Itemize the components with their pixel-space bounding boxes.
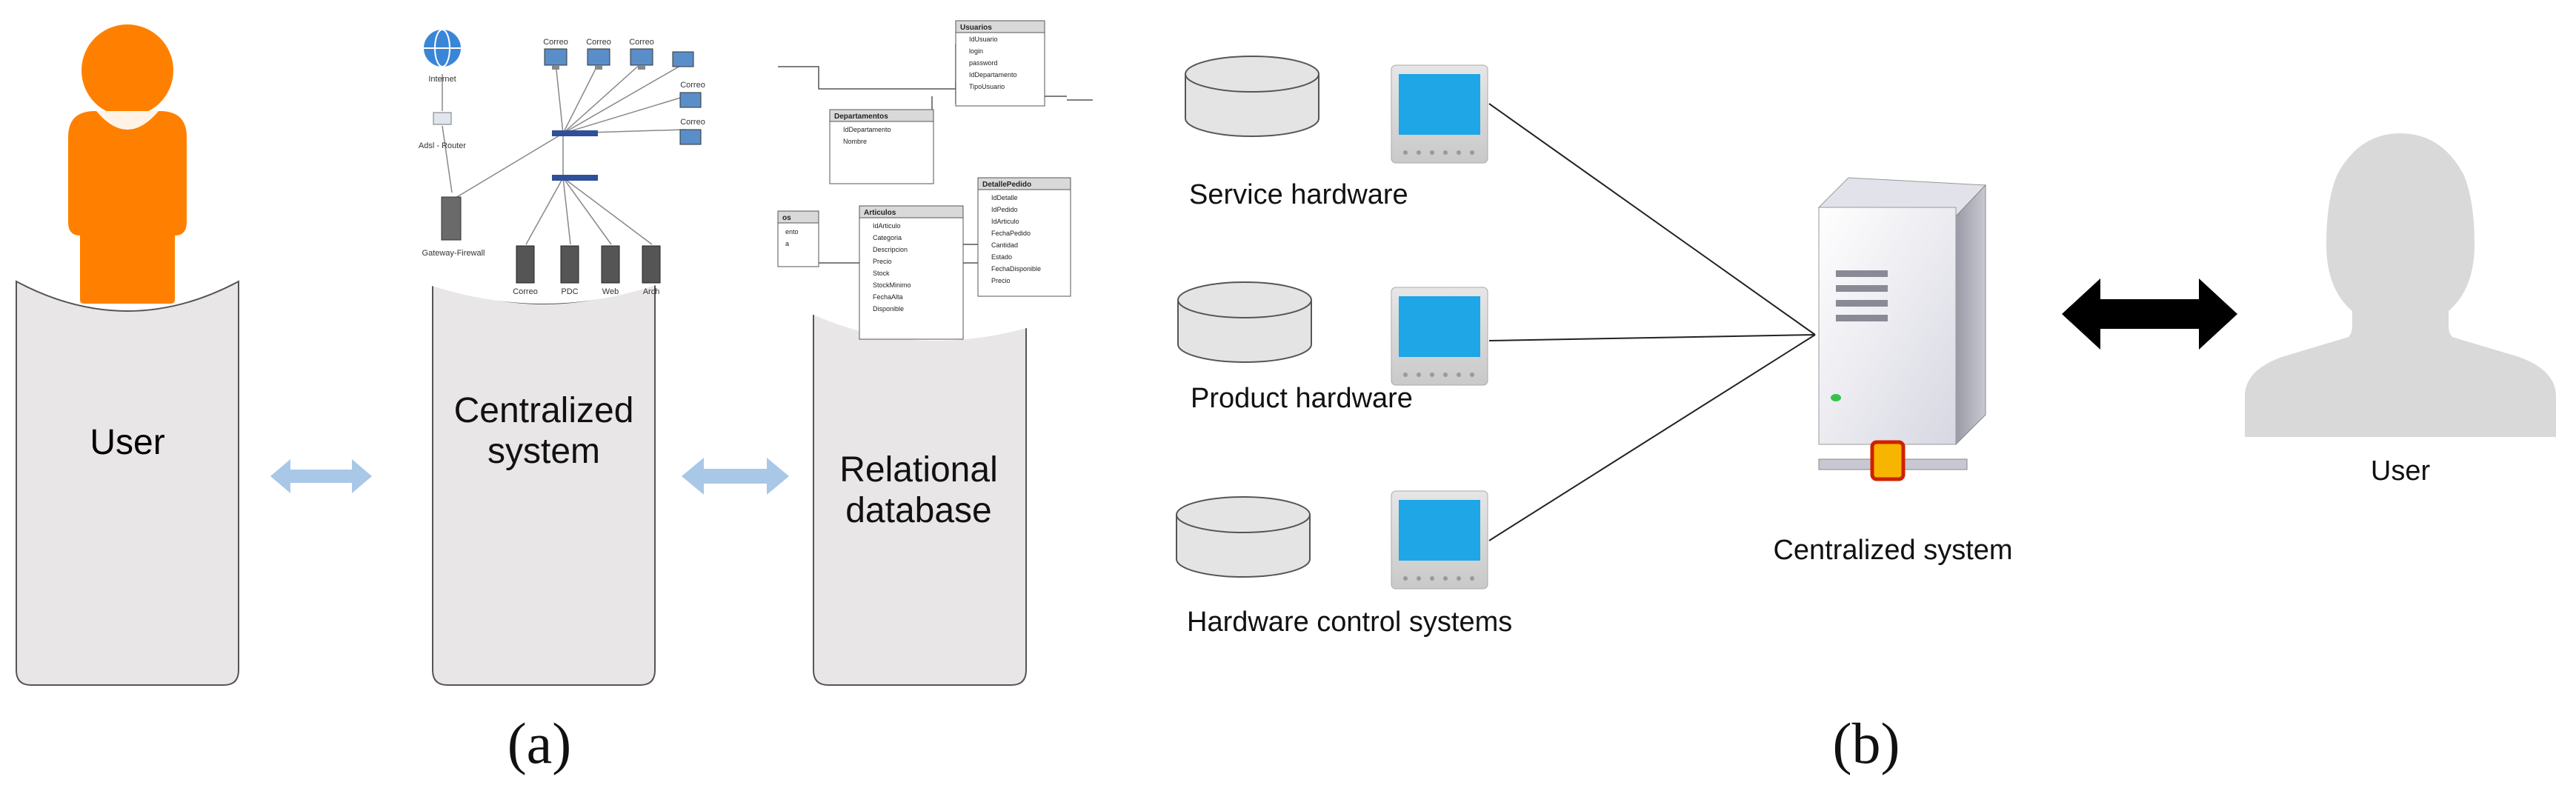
db-table-title: os [782,214,791,222]
db-field: IdArticulo [873,222,901,230]
server-tower-icon [642,245,661,284]
user-label-a: User [90,423,164,462]
db-field: Precio [873,258,892,265]
bidirectional-arrow-b [2062,278,2237,350]
database-schema-diagram: Usuarios IdUsuario login password IdDepa… [777,0,1111,341]
pc-icon [679,92,702,108]
db-field: IdUsuario [969,36,998,43]
server-tower-icon [1817,177,1987,481]
monitor-icon-service [1391,64,1488,164]
db-field: ento [785,228,799,236]
db-field: Categoria [873,234,902,241]
db-field: login [969,47,983,55]
db-field: IdDepartamento [969,71,1017,79]
cylinder-icon-control [1176,496,1311,578]
db-field: StockMinimo [873,281,911,289]
db-table-title: Departamentos [834,113,888,121]
server-label: Arch [643,287,660,296]
db-table-title: Usuarios [960,24,992,32]
db-field: Estado [991,253,1012,261]
db-table-detallepedido: DetallePedido IdDetalle IdPedido IdArtic… [977,177,1071,297]
panel-label-b: (b) [1833,711,1900,775]
db-field: IdDetalle [991,194,1018,201]
pc-icon [679,129,702,145]
db-field: IdDepartamento [843,126,891,133]
db-field: Disponible [873,305,904,313]
db-table-title: DetallePedido [982,181,1031,189]
database-label-line2: database [845,491,992,530]
db-table-articulos: Articulos IdArticulo Categoria Descripci… [859,205,964,340]
panel-label-a: (a) [507,711,572,775]
server-tower-icon [516,245,535,284]
pc-label: Correo [543,38,568,47]
centralized-system-label-b: Centralized system [1773,535,2012,566]
server-tower-icon [560,245,579,284]
cylinder-icon-service [1185,56,1319,137]
user-person-icon [68,24,187,304]
centralized-column [432,280,656,686]
server-label: Correo [513,287,538,296]
bidirectional-arrow-a2 [682,458,789,495]
db-field: FechaAlta [873,293,903,301]
firewall-server-icon [441,196,462,241]
cylinder-icon-product [1177,281,1312,363]
service-hardware-label: Service hardware [1189,179,1408,210]
pc-label: Correo [629,38,654,47]
db-table-departamentos: Departamentos IdDepartamento Nombre [829,109,934,184]
db-field: password [969,59,998,67]
server-label: Web [602,287,619,296]
bidirectional-arrow-a1 [270,459,372,493]
db-field: Cantidad [991,241,1018,249]
user-silhouette-icon [2245,133,2556,437]
db-field: IdArticulo [991,218,1019,225]
monitor-icon-product [1391,287,1488,386]
connection-lines [1488,103,1816,541]
pc-label: Correo [680,81,705,90]
hardware-control-label: Hardware control systems [1187,607,1512,638]
db-field: FechaPedido [991,230,1031,237]
db-field: IdPedido [991,206,1018,213]
network-diagram: Internet Adsl - Router Gateway-Firewall … [419,0,705,304]
db-field: a [785,240,789,247]
database-label-line1: Relational [839,450,997,490]
server-label: PDC [561,287,578,296]
switch-icon [552,175,598,181]
db-field: Nombre [843,138,867,145]
db-field: FechaDisponible [991,265,1041,273]
router-label: Adsl - Router [419,141,467,150]
user-column [16,280,239,686]
db-table-partial: os ento a [777,210,819,267]
db-field: Stock [873,270,890,277]
db-table-usuarios: Usuarios IdUsuario login password IdDepa… [955,20,1045,107]
internet-label: Internet [428,75,456,84]
user-label-b: User [2371,455,2431,487]
db-field: Precio [991,277,1011,284]
pc-label: Correo [586,38,611,47]
pc-icon [630,48,653,70]
pc-label: Correo [680,118,705,127]
router-icon [433,112,452,125]
pc-icon [672,51,694,67]
db-field: TipoUsuario [969,83,1005,90]
db-field: Descripcion [873,246,908,253]
switch-icon [552,130,598,136]
db-table-title: Articulos [864,209,896,217]
centralized-label-line1: Centralized [454,391,634,430]
firewall-label: Gateway-Firewall [422,249,485,258]
server-tower-icon [601,245,620,284]
product-hardware-label: Product hardware [1191,383,1413,414]
pc-icon [544,48,568,70]
internet-globe-icon [424,29,461,67]
centralized-label-line2: system [487,432,600,471]
pc-icon [587,48,610,70]
monitor-icon-control [1391,490,1488,590]
